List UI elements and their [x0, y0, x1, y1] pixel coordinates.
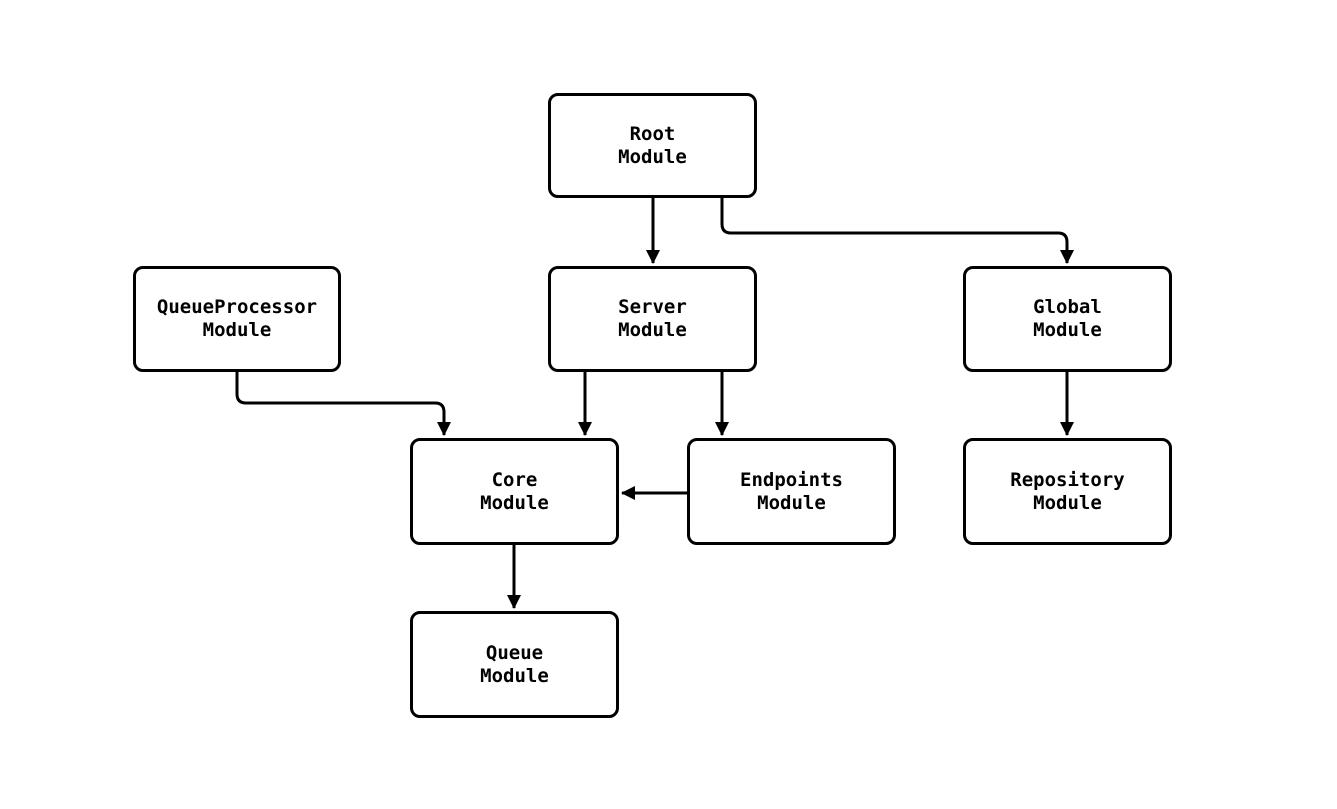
node-global-label-line-0: Global — [1033, 296, 1102, 318]
node-repository-label-line-1: Module — [1033, 491, 1102, 514]
node-queue-label-line-0: Queue — [485, 641, 544, 664]
node-queueprocessor-label-line-0: QueueProcessor — [156, 296, 318, 318]
node-global-label-line-1: Module — [1033, 319, 1102, 341]
node-core-label-line-0: Core — [491, 468, 538, 491]
node-repository-label-line-0: Repository — [1010, 468, 1125, 491]
node-core-label-line-1: Module — [480, 491, 549, 514]
node-queue-label-line-1: Module — [480, 664, 549, 687]
node-server-label-line-0: Server — [618, 296, 687, 318]
node-server-label-line-1: Module — [618, 319, 687, 341]
node-root-label-line-1: Module — [618, 145, 687, 168]
node-queueprocessor-label-line-1: Module — [202, 319, 272, 341]
node-root-label-line-0: Root — [629, 122, 676, 145]
node-endpoints-label-line-1: Module — [757, 491, 826, 514]
edge-root-to-global — [720, 198, 1074, 264]
node-endpoints-label-line-0: Endpoints — [740, 468, 843, 491]
edge-queueprocessor-to-core — [235, 372, 451, 436]
